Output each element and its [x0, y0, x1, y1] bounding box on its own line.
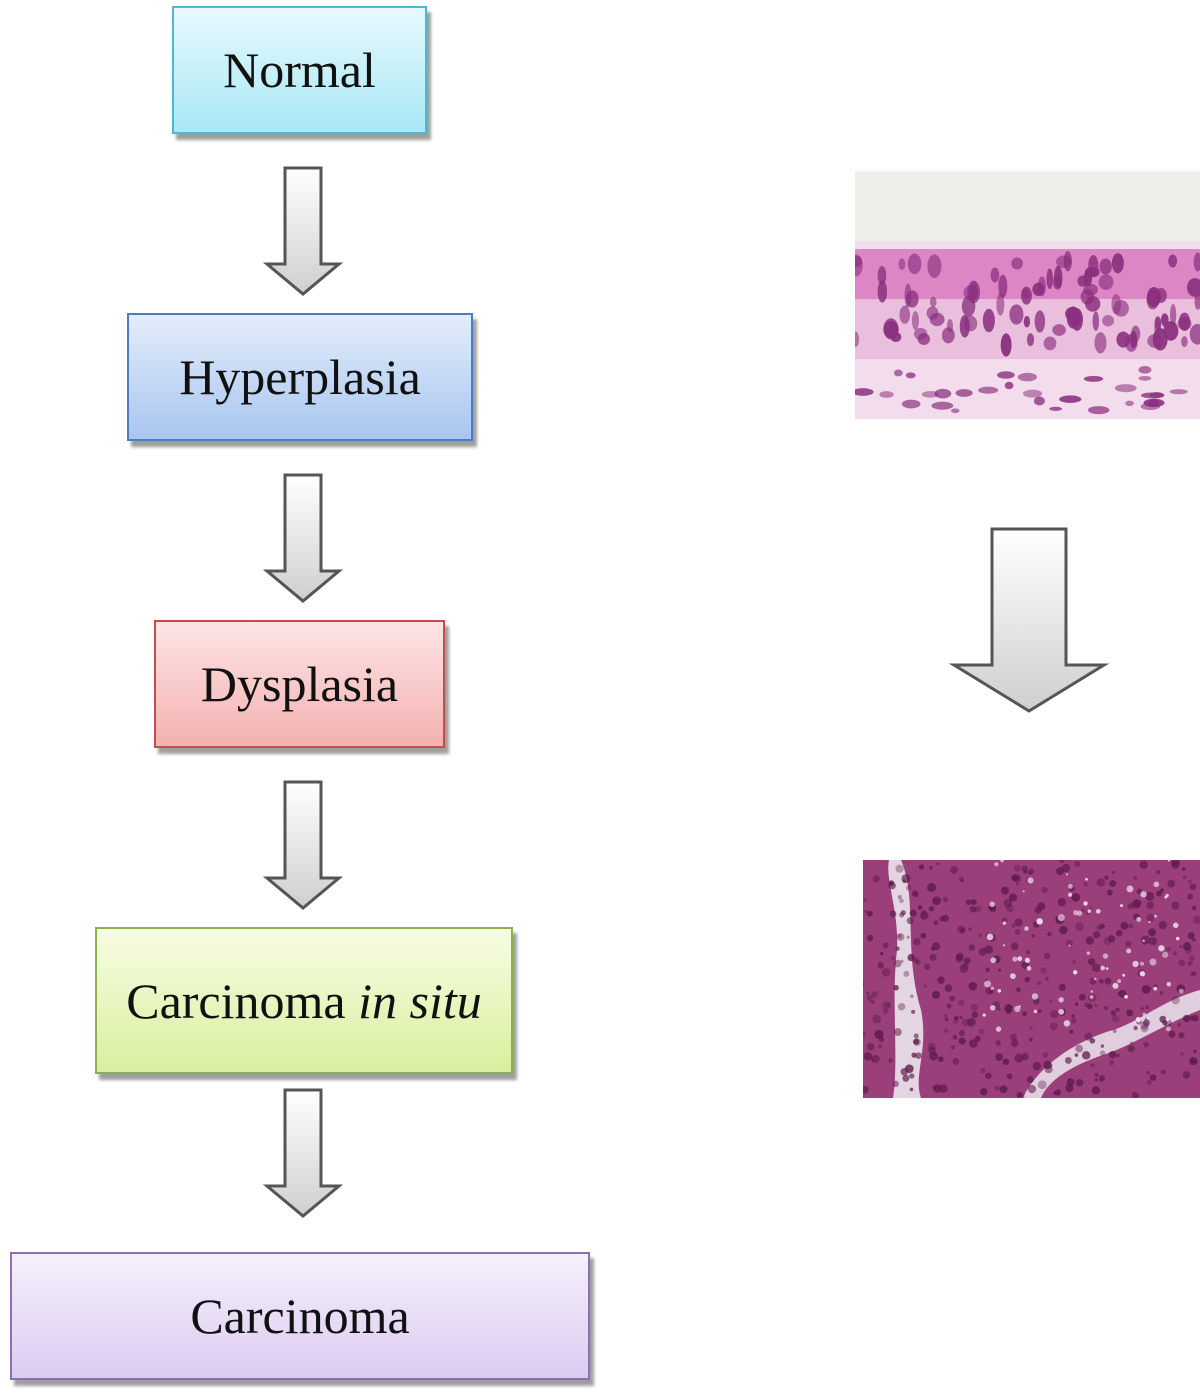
stage-carcinoma-label: Carcinoma	[190, 1288, 410, 1344]
in-situ-text: in situ	[358, 972, 482, 1029]
stage-normal-label: Normal	[223, 42, 376, 98]
stage-carcinoma-in-situ-label: Carcinoma in situ	[126, 972, 482, 1030]
stage-dysplasia: Dysplasia	[154, 620, 445, 748]
stage-carcinoma: Carcinoma	[10, 1252, 590, 1380]
down-arrow-icon	[262, 780, 344, 910]
down-arrow-icon	[262, 1088, 344, 1218]
large-down-arrow-icon	[948, 527, 1110, 713]
carcinoma-text: Carcinoma	[126, 972, 359, 1029]
stage-hyperplasia: Hyperplasia	[127, 313, 473, 441]
stage-hyperplasia-label: Hyperplasia	[179, 349, 421, 405]
normal-epithelium-micrograph	[855, 171, 1200, 419]
down-arrow-icon	[262, 166, 344, 296]
stage-normal: Normal	[172, 6, 427, 134]
stage-dysplasia-label: Dysplasia	[200, 656, 399, 712]
stage-carcinoma-in-situ: Carcinoma in situ	[95, 927, 513, 1074]
down-arrow-icon	[262, 473, 344, 603]
carcinoma-tissue-micrograph	[863, 860, 1200, 1098]
